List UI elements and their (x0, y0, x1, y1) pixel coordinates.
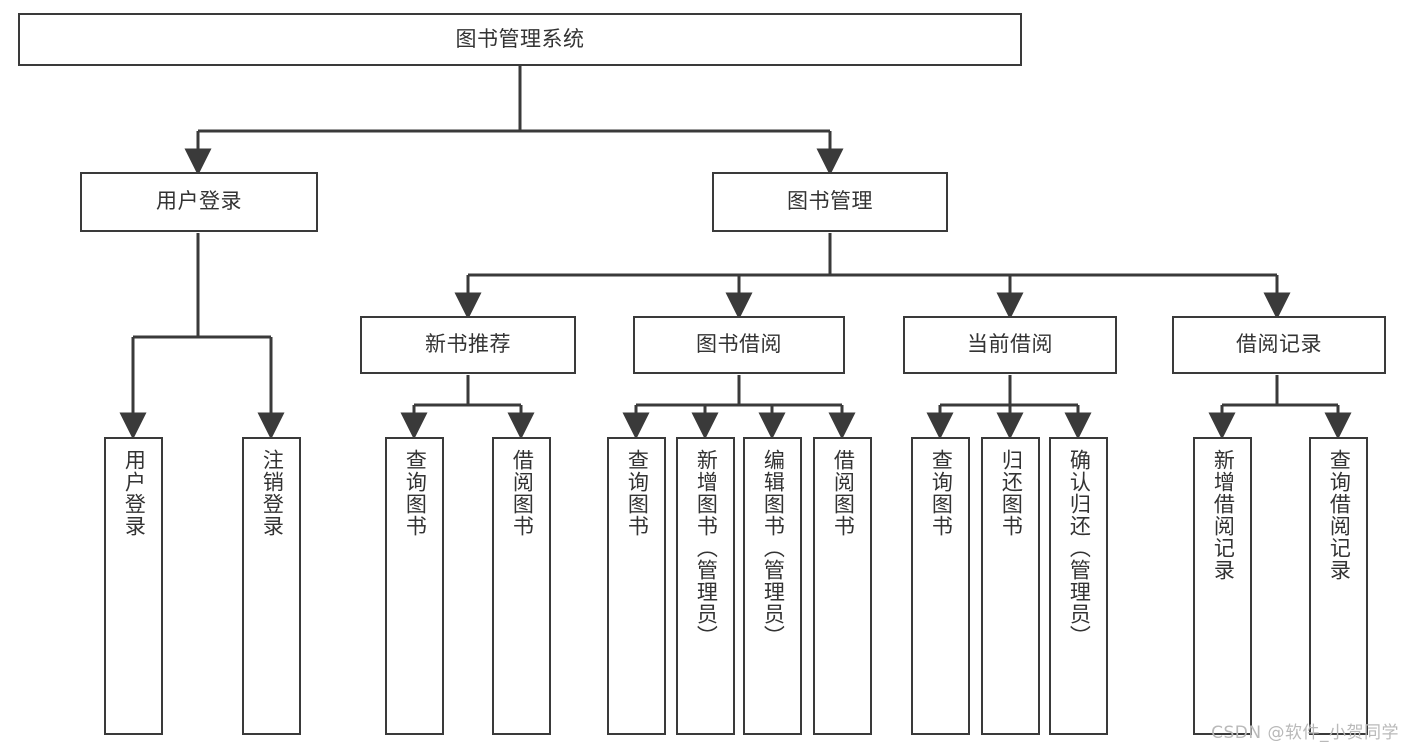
node-leaf-borrow-book-2-label: 借阅图书 (831, 449, 856, 537)
node-leaf-borrow-book-2[interactable]: 借阅图书 (813, 437, 872, 735)
node-current-borrow-label: 当前借阅 (967, 332, 1053, 357)
node-root-label: 图书管理系统 (455, 26, 585, 51)
node-leaf-logout-login-label: 注销登录 (260, 449, 285, 537)
watermark: CSDN @软件_小贺同学 (1211, 723, 1399, 743)
node-leaf-add-borrow-record[interactable]: 新增借阅记录 (1193, 437, 1252, 735)
node-user-login-label: 用户登录 (156, 189, 242, 214)
node-leaf-return-book[interactable]: 归还图书 (981, 437, 1040, 735)
node-leaf-add-borrow-record-label: 新增借阅记录 (1211, 449, 1236, 581)
node-leaf-confirm-return-label: 确认归还（管理员） (1067, 449, 1092, 647)
node-leaf-edit-book-label: 编辑图书（管理员） (761, 449, 786, 647)
node-new-book-recommend-label: 新书推荐 (425, 332, 511, 357)
node-leaf-user-login-label: 用户登录 (122, 449, 147, 537)
node-user-login[interactable]: 用户登录 (80, 172, 318, 232)
node-book-manage-label: 图书管理 (787, 189, 873, 214)
node-leaf-logout-login[interactable]: 注销登录 (242, 437, 301, 735)
node-leaf-borrow-book-1-label: 借阅图书 (510, 449, 535, 537)
node-leaf-query-book-3-label: 查询图书 (929, 449, 954, 537)
node-book-borrow[interactable]: 图书借阅 (633, 316, 845, 374)
node-leaf-confirm-return[interactable]: 确认归还（管理员） (1049, 437, 1108, 735)
node-book-borrow-label: 图书借阅 (696, 332, 782, 357)
node-leaf-edit-book[interactable]: 编辑图书（管理员） (743, 437, 802, 735)
node-current-borrow[interactable]: 当前借阅 (903, 316, 1117, 374)
node-leaf-query-book-1[interactable]: 查询图书 (385, 437, 444, 735)
node-book-manage[interactable]: 图书管理 (712, 172, 948, 232)
node-borrow-record[interactable]: 借阅记录 (1172, 316, 1386, 374)
node-leaf-query-book-1-label: 查询图书 (403, 449, 428, 537)
node-root[interactable]: 图书管理系统 (18, 13, 1022, 66)
node-leaf-user-login[interactable]: 用户登录 (104, 437, 163, 735)
node-leaf-query-book-2-label: 查询图书 (625, 449, 650, 537)
node-leaf-return-book-label: 归还图书 (999, 449, 1024, 537)
node-leaf-add-book[interactable]: 新增图书（管理员） (676, 437, 735, 735)
node-leaf-borrow-book-1[interactable]: 借阅图书 (492, 437, 551, 735)
node-leaf-query-borrow-record[interactable]: 查询借阅记录 (1309, 437, 1368, 735)
node-leaf-query-book-3[interactable]: 查询图书 (911, 437, 970, 735)
node-new-book-recommend[interactable]: 新书推荐 (360, 316, 576, 374)
node-borrow-record-label: 借阅记录 (1236, 332, 1322, 357)
node-leaf-add-book-label: 新增图书（管理员） (694, 449, 719, 647)
node-leaf-query-book-2[interactable]: 查询图书 (607, 437, 666, 735)
node-leaf-query-borrow-record-label: 查询借阅记录 (1327, 449, 1352, 581)
